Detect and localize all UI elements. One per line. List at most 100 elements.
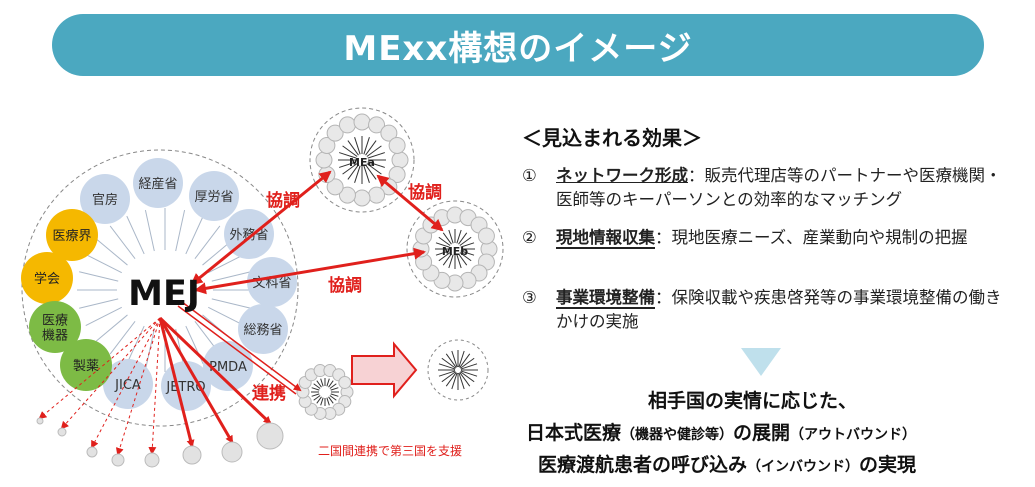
cluster-ray <box>451 372 458 390</box>
ring-dot <box>315 151 333 169</box>
cluster-ray <box>458 232 468 245</box>
mej-meb-arrow <box>194 247 426 295</box>
ray-line <box>211 298 251 309</box>
ministry-node <box>133 158 183 208</box>
outreach-circles <box>36 417 284 468</box>
result-line-3-main: 医療渡航患者の呼び込み <box>538 454 748 476</box>
ring-dot <box>368 186 386 204</box>
ray-line <box>185 215 204 255</box>
cluster-ray <box>313 383 321 389</box>
cluster-ray <box>435 250 450 256</box>
cluster-ray <box>311 393 320 397</box>
mea-cluster: MEa <box>309 107 415 213</box>
cluster-ray <box>451 350 458 368</box>
link-label: 連携 <box>252 383 286 404</box>
cluster-ray <box>438 236 451 246</box>
ministry-node-label: 経産省 <box>138 176 177 192</box>
cluster-ray <box>320 397 324 406</box>
effect-item-network: ① ネットワーク形成：販売代理店等のパートナーや医療機関・医師等のキーパーソンと… <box>522 164 1012 212</box>
result-line-2: 日本式医療（機器や健診等）の展開（アウトバウンド） <box>526 418 916 445</box>
ministry-node-label: PMDA <box>209 360 247 375</box>
effect-number: ② <box>522 228 537 247</box>
cluster-ray <box>328 396 334 404</box>
ray-line <box>175 209 186 252</box>
cluster-ray <box>459 372 471 387</box>
result-line-3-end: の実現 <box>859 454 917 476</box>
partner-node-label: 学会 <box>34 271 60 287</box>
ray-line <box>109 320 136 355</box>
cluster-ray <box>365 164 377 180</box>
partner-node-label: 医療界 <box>52 229 91 244</box>
cluster-ray <box>363 165 370 183</box>
cluster-ray <box>354 137 361 155</box>
ring-dot <box>338 116 356 134</box>
outreach-arrows <box>38 316 272 456</box>
cluster-ray <box>458 253 468 266</box>
cluster-ray <box>366 163 382 175</box>
outreach-target <box>144 452 160 468</box>
cluster-ray <box>326 378 330 387</box>
cluster-ray <box>313 395 321 401</box>
transfer-arrow <box>351 341 418 399</box>
outreach-arrow <box>158 317 195 448</box>
result-line-1-text: 相手国の実情に応じた、 <box>648 390 858 412</box>
ray-line <box>85 253 122 274</box>
cluster-ray <box>328 380 334 388</box>
ministry-node <box>238 304 288 354</box>
effect-text: ：販売代理店等のパートナーや医療機関・医師等のキーパーソンとの効率的なマッチング <box>556 166 1002 209</box>
ring-dot <box>353 189 371 207</box>
third-country-note: 二国間連携で第三国を支援 <box>318 443 462 458</box>
effect-number: ③ <box>522 288 537 307</box>
cluster-ray <box>448 254 454 269</box>
cluster-ray <box>367 152 385 159</box>
outreach-target <box>256 422 284 450</box>
cluster-ray <box>460 242 475 248</box>
cluster-ray <box>316 380 322 388</box>
result-line-2-paren-2: （アウトバウンド） <box>790 427 917 443</box>
cluster-ray <box>329 395 337 401</box>
mej-link-arrow-2 <box>181 301 302 392</box>
cluster-ray <box>329 383 337 389</box>
ring-dot <box>388 136 406 154</box>
small-cluster-right <box>427 339 489 401</box>
outreach-arrow <box>60 317 161 430</box>
cluster-ray <box>366 145 382 157</box>
mea-meb-arrow <box>376 174 444 232</box>
outreach-target <box>182 445 202 465</box>
ministry-node-label: 外務省 <box>229 228 268 243</box>
partner-node-label: 機器 <box>42 329 68 344</box>
ray-line <box>208 306 245 327</box>
partner-node <box>21 252 73 304</box>
banner-title: MExx構想のイメージ <box>343 28 693 69</box>
result-line-1: 相手国の実情に応じた、 <box>648 386 857 413</box>
ring-dot <box>368 116 386 134</box>
ray-line <box>144 328 155 371</box>
coop-label-2: 協調 <box>408 182 442 203</box>
cluster-ray <box>438 252 451 262</box>
outreach-target <box>111 453 125 467</box>
result-line-2-mid: の展開 <box>733 422 791 444</box>
cluster-ray <box>342 163 358 175</box>
cluster-ray <box>363 137 370 155</box>
cluster-ray <box>445 353 457 368</box>
ray-line <box>144 209 155 252</box>
mej-link-arrow <box>177 305 297 395</box>
ring-dot <box>391 151 409 169</box>
effect-heading: ネットワーク形成 <box>556 166 688 185</box>
cluster-ray <box>320 378 324 387</box>
cluster-ray <box>438 370 456 377</box>
cluster-ray <box>316 396 322 404</box>
effect-item-info: ② 現地情報収集：現地医療ニーズ、産業動向や規制の把握 <box>522 226 1012 250</box>
result-arrow <box>741 348 781 376</box>
cluster-ray <box>442 253 452 266</box>
outreach-arrow <box>148 317 161 455</box>
cluster-ray <box>459 353 471 368</box>
cluster-ray <box>339 161 357 168</box>
small-rays-left <box>311 378 339 406</box>
meb-label: MEb <box>442 245 468 258</box>
title-banner: MExx構想のイメージ <box>52 14 984 76</box>
cluster-ray <box>460 371 475 383</box>
partner-node-label: 医療 <box>42 314 68 329</box>
effect-heading: 現地情報収集 <box>556 228 655 249</box>
